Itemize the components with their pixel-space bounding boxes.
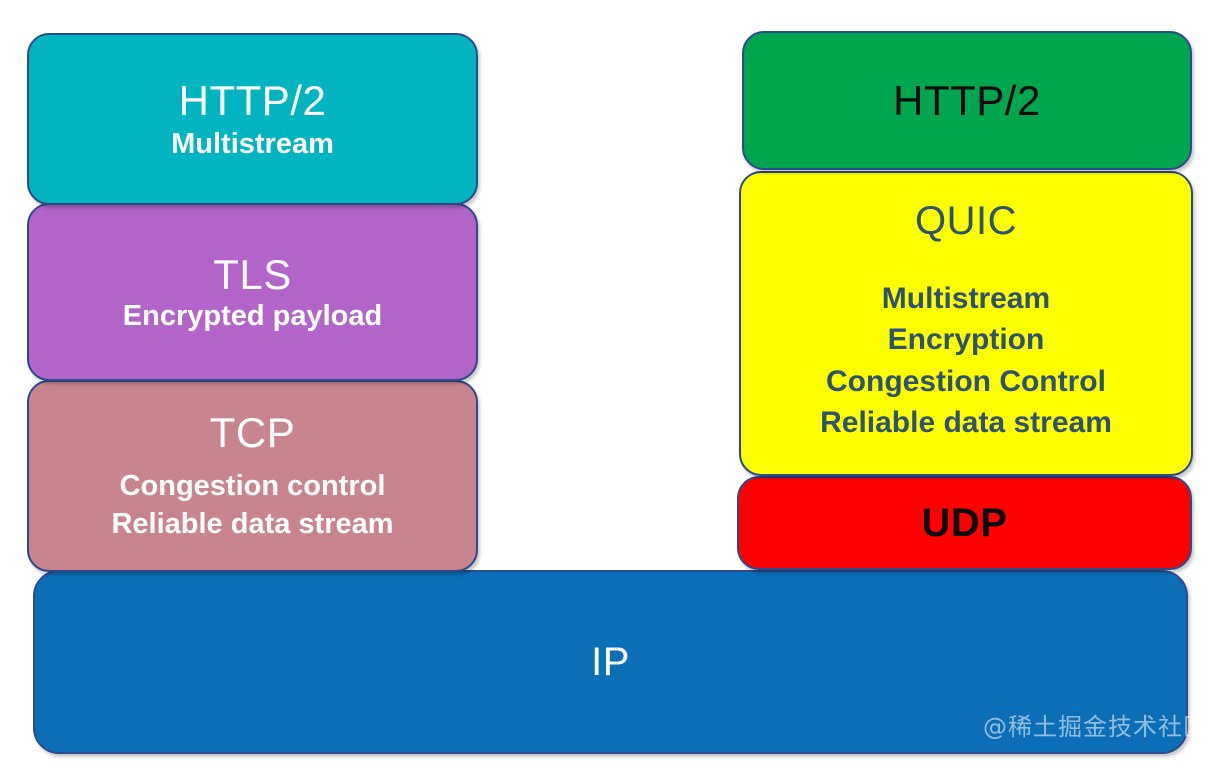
layer-title: UDP — [921, 500, 1008, 545]
layer-subtext-line: Multistream — [171, 128, 334, 161]
layer-title: TLS — [213, 251, 292, 299]
layer-title: HTTP/2 — [178, 77, 327, 125]
layer-title: TCP — [209, 409, 296, 457]
layer-box-udp[interactable]: UDP — [737, 476, 1192, 570]
layer-box-tcp[interactable]: TCP Congestion control Reliable data str… — [27, 380, 478, 572]
layer-subtext: Congestion control Reliable data stream — [111, 468, 393, 542]
layer-subtext: Multistream Encryption Congestion Contro… — [820, 278, 1112, 444]
layer-title: HTTP/2 — [893, 76, 1041, 124]
layer-box-ip[interactable]: IP — [33, 570, 1188, 754]
layer-subtext: Encrypted payload — [123, 300, 382, 332]
layer-subtext-line: Encrypted payload — [122, 300, 383, 333]
layer-subtext: Multistream — [171, 128, 334, 160]
layer-subtext-line: Congestion control — [119, 470, 386, 503]
layer-title: IP — [591, 639, 630, 684]
layer-subtext-line: Congestion Control — [826, 364, 1106, 398]
layer-title: QUIC — [915, 199, 1017, 243]
layer-subtext-line: Reliable data stream — [111, 507, 394, 540]
layer-subtext-line: Multistream — [881, 281, 1051, 315]
layer-box-quic[interactable]: QUIC Multistream Encryption Congestion C… — [739, 171, 1193, 476]
layer-box-http2-quic-stack[interactable]: HTTP/2 — [742, 31, 1192, 170]
layer-box-tls[interactable]: TLS Encrypted payload — [27, 203, 478, 381]
layer-subtext-line: Encryption — [887, 323, 1045, 357]
layer-subtext-line: Reliable data stream — [820, 405, 1112, 439]
layer-box-http2-tcp-stack[interactable]: HTTP/2 Multistream — [27, 33, 478, 205]
